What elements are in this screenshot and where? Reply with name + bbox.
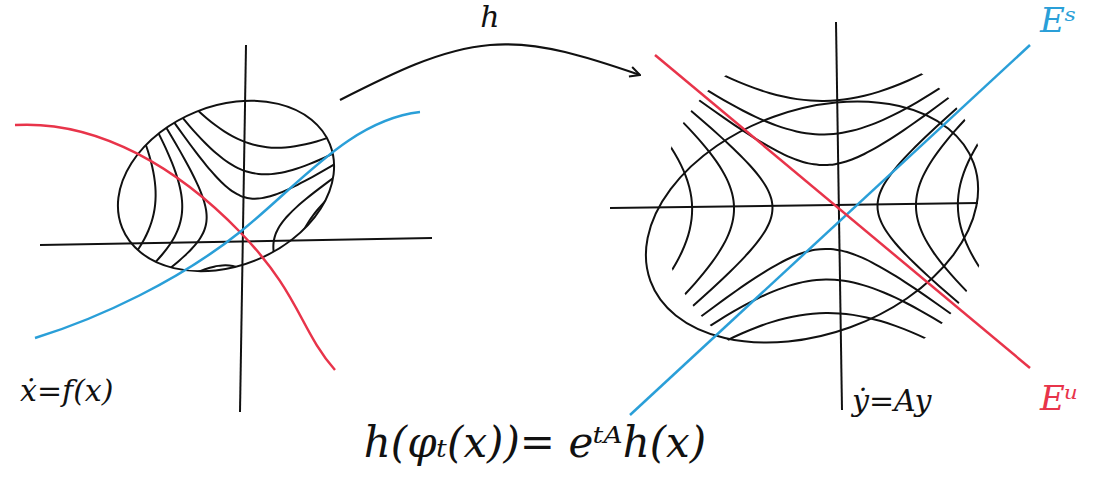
trajectory-curve [0, 0, 734, 488]
phase-portrait: ẏ=Ay [640, 20, 970, 420]
system-equation: ẏ=Ay [852, 383, 931, 418]
trajectory-curve [273, 0, 655, 488]
axis-line [40, 238, 432, 245]
trajectory-curve [916, 0, 1102, 488]
trajectory-curve [958, 0, 1102, 488]
mapping-arrow [340, 44, 640, 100]
trajectory-curve [293, 0, 773, 488]
trajectory-curve [0, 0, 654, 199]
unstable-subspace [655, 55, 1030, 368]
trajectory-curve [0, 0, 1102, 134]
trajectory-curve [0, 0, 207, 488]
trajectory-curve [0, 290, 706, 488]
stable-subspace [630, 45, 1030, 415]
trajectory-curve [0, 313, 1102, 488]
conjugacy-formula: h(φₜ(x))= eᵗᴬh(x) [364, 420, 706, 466]
subspace-label: Eˢ [1040, 2, 1076, 39]
unstable-manifold [15, 125, 335, 370]
phase-portrait: ẋ=f(x) [10, 40, 340, 410]
system-equation: ẋ=f(x) [20, 373, 114, 408]
trajectory-curve [0, 0, 956, 174]
trajectory-curve [0, 0, 182, 488]
stable-manifold [35, 112, 420, 338]
trajectory-curve [0, 280, 1102, 488]
axis-line [610, 203, 978, 208]
trajectory-curve [304, 249, 1102, 488]
neighbourhood-ellipse [612, 58, 1012, 386]
trajectory-curve [0, 0, 156, 488]
trajectory-curve [324, 0, 1102, 488]
trajectory-curve [0, 0, 692, 488]
subspace-label: Eᵘ [1040, 380, 1078, 417]
map-label: h [477, 0, 502, 33]
trajectory-curve [298, 0, 959, 488]
axis-line [836, 22, 842, 410]
trajectory-curve [0, 0, 1102, 101]
